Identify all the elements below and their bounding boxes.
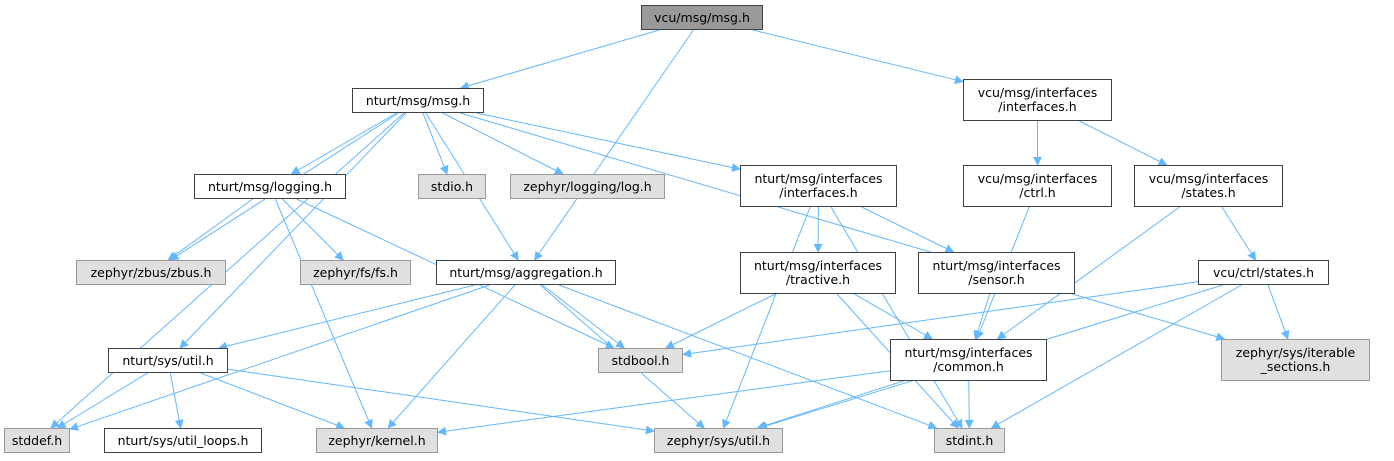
edge-nturt_msg_msg-to-nturt_interfaces — [476, 112, 741, 172]
edge-sys_util-to-zephyr_util — [227, 368, 655, 435]
node-nturt-sys-util-h[interactable]: nturt/sys/util.h — [108, 348, 228, 373]
edge-vcu_msg_msg-to-vcu_interfaces — [752, 29, 964, 85]
edge-vcu_msg_msg-to-nturt_msg_msg — [459, 29, 660, 91]
edge-vcu_states-to-ctrl_states — [1221, 206, 1257, 261]
node-zephyr-kernel-h: zephyr/kernel.h — [316, 428, 438, 453]
node-nturt-msg-interfaces-common-h[interactable]: nturt/msg/interfaces /common.h — [890, 339, 1047, 381]
edge-vcu_interfaces-to-vcu_states — [1079, 120, 1168, 166]
node-stddef-h: stddef.h — [4, 428, 70, 453]
edge-nturt_logging-to-zbus — [167, 198, 253, 261]
node-nturt-msg-interfaces-tractive-h[interactable]: nturt/msg/interfaces /tractive.h — [740, 252, 896, 294]
edge-aggregation-to-stdint — [558, 284, 938, 430]
edge-tractive-to-stdbool — [665, 293, 776, 349]
edge-nturt_interfaces-to-sensor — [861, 206, 955, 253]
edge-nturt_msg_msg-to-stdio — [422, 112, 449, 175]
edge-sys_util-to-stddef — [56, 372, 148, 429]
edge-vcu_msg_msg-to-aggregation — [534, 29, 694, 261]
node-stdio-h: stdio.h — [418, 174, 486, 199]
edge-ctrl_states-to-stdint — [990, 284, 1242, 429]
edge-nturt_msg_msg-to-nturt_logging — [290, 112, 397, 175]
node-zephyr-logging-log-h: zephyr/logging/log.h — [510, 174, 665, 199]
node-zephyr-zbus-zbus-h: zephyr/zbus/zbus.h — [76, 260, 226, 285]
node-vcu-msg-msg-h: vcu/msg/msg.h — [641, 5, 763, 30]
edge-ctrl_states-to-stdbool — [682, 281, 1199, 358]
node-zephyr-sys-util-h: zephyr/sys/util.h — [654, 428, 783, 453]
node-vcu-ctrl-states-h[interactable]: vcu/ctrl/states.h — [1198, 260, 1329, 285]
edge-sys_util-to-util_loops — [169, 372, 184, 429]
edge-nturt_msg_msg-to-zephyr_log — [442, 112, 564, 175]
node-vcu-msg-interfaces-ctrl-h[interactable]: vcu/msg/interfaces /ctrl.h — [963, 165, 1112, 207]
edge-nturt_interfaces-to-zephyr_util — [722, 206, 811, 429]
edge-aggregation-to-sys_util — [218, 284, 476, 351]
edge-sensor-to-common — [973, 293, 991, 340]
node-nturt-msg-aggregation-h[interactable]: nturt/msg/aggregation.h — [436, 260, 616, 285]
node-nturt-msg-interfaces-interfaces-h[interactable]: nturt/msg/interfaces /interfaces.h — [740, 165, 897, 207]
node-stdint-h: stdint.h — [934, 428, 1005, 453]
edge-sys_util-to-kernel — [200, 372, 346, 430]
edge-ctrl_states-to-iterable — [1267, 284, 1290, 340]
node-vcu-msg-interfaces-interfaces-h[interactable]: vcu/msg/interfaces /interfaces.h — [963, 79, 1112, 121]
edge-common-to-kernel — [437, 370, 891, 436]
edge-tractive-to-common — [854, 293, 933, 340]
node-stdbool-h: stdbool.h — [598, 348, 683, 373]
edge-aggregation-to-stddef — [69, 284, 490, 431]
node-nturt-sys-util-loops-h[interactable]: nturt/sys/util_loops.h — [104, 428, 262, 453]
edge-common-to-stdint — [964, 380, 974, 429]
node-nturt-msg-logging-h[interactable]: nturt/msg/logging.h — [194, 174, 346, 199]
edge-nturt_logging-to-kernel — [274, 198, 373, 429]
node-nturt-msg-interfaces-sensor-h[interactable]: nturt/msg/interfaces /sensor.h — [918, 252, 1075, 294]
node-vcu-msg-interfaces-states-h[interactable]: vcu/msg/interfaces /states.h — [1134, 165, 1283, 207]
node-zephyr-sys-iterable-sections-h: zephyr/sys/iterable _sections.h — [1221, 339, 1370, 381]
edge-nturt_msg_msg-to-stddef — [50, 112, 405, 429]
node-zephyr-fs-fs-h: zephyr/fs/fs.h — [300, 260, 411, 285]
edge-common-to-zephyr_util — [756, 380, 904, 430]
edge-nturt_logging-to-fs — [282, 198, 344, 261]
edge-nturt_interfaces-to-stdint — [830, 206, 963, 429]
edge-vcu_states-to-common — [996, 206, 1180, 340]
node-nturt-msg-msg-h[interactable]: nturt/msg/msg.h — [352, 88, 484, 113]
edge-aggregation-to-stdbool — [541, 284, 625, 349]
edge-nturt_msg_msg-to-sys_util — [179, 112, 407, 349]
edge-aggregation-to-kernel — [387, 284, 516, 429]
